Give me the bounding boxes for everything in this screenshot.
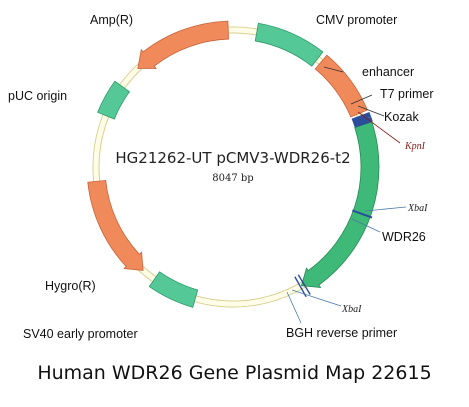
xbai-site-label-2: XbaI — [341, 304, 362, 315]
kpni-site-label: KpnI — [404, 141, 426, 152]
kozak-leader — [357, 105, 385, 117]
t7-leader — [350, 94, 373, 105]
wdr26-feature-arc — [300, 121, 380, 289]
hygro-label: Hygro(R) — [45, 279, 96, 293]
puc-origin-label: pUC origin — [8, 89, 67, 103]
xba2-leader — [291, 289, 342, 307]
plasmid-size: 8047 bp — [212, 173, 253, 184]
figure-caption: Human WDR26 Gene Plasmid Map 22615 — [37, 362, 432, 384]
enhancer-label: enhancer — [362, 65, 414, 79]
kpn-leader — [357, 111, 401, 144]
amp-label: Amp(R) — [90, 13, 133, 27]
xbai-site-label-1: XbaI — [407, 203, 428, 214]
cmv-promoter-label: CMV promoter — [316, 13, 397, 27]
kozak-label: Kozak — [384, 110, 419, 124]
wdr26-leader — [351, 218, 381, 233]
cmv-feature-arc — [254, 22, 324, 67]
plasmid-name: HG21262-UT pCMV3-WDR26-t2 — [115, 149, 350, 167]
xba2-site-tick-a — [297, 274, 311, 295]
feature-arcs — [87, 20, 380, 308]
enhancer-leader — [323, 66, 344, 73]
enhancer-feature-arc — [314, 54, 368, 118]
xba1-leader — [364, 206, 407, 212]
bgh-leader — [286, 291, 302, 324]
wdr26-label: WDR26 — [382, 230, 426, 244]
xba1-site-tick — [351, 209, 373, 219]
hygro-feature-arc — [87, 179, 144, 271]
amp-feature-arc — [137, 20, 229, 69]
t7-marker — [351, 111, 372, 124]
puc-feature-arc — [97, 80, 131, 120]
kpn-leader-group — [357, 111, 401, 144]
plasmid-map: Amp(R) CMV promoter pUC origin enhancer … — [8, 13, 433, 341]
t7-primer-label: T7 primer — [380, 87, 433, 101]
sv40-early-promoter-label: SV40 early promoter — [23, 327, 138, 341]
leader-lines — [323, 66, 385, 117]
bgh-reverse-primer-label: BGH reverse primer — [286, 326, 397, 340]
sv40-feature-arc — [148, 271, 199, 308]
xba-leader-group — [286, 206, 407, 324]
xba2-site-tick-b — [294, 276, 307, 298]
